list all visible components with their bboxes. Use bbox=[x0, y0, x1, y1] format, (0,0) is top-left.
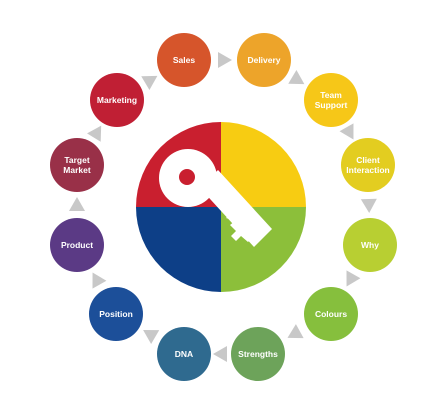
node-label: Market bbox=[63, 165, 91, 175]
connector-arrow bbox=[346, 270, 361, 287]
node-circle bbox=[304, 73, 358, 127]
cycle-node: Delivery bbox=[237, 33, 291, 87]
node-label: Why bbox=[361, 240, 379, 250]
node-label: Marketing bbox=[97, 95, 137, 105]
node-circle bbox=[341, 138, 395, 192]
node-circle bbox=[90, 73, 144, 127]
node-circle bbox=[157, 33, 211, 87]
node-circle bbox=[304, 287, 358, 341]
quadrant-top-right bbox=[221, 122, 306, 207]
cycle-node: Marketing bbox=[90, 73, 144, 127]
connector-arrow bbox=[143, 329, 160, 344]
key-teeth bbox=[226, 208, 259, 242]
node-label: DNA bbox=[175, 349, 193, 359]
node-label: Position bbox=[99, 309, 133, 319]
quadrant-bottom-left bbox=[136, 207, 221, 292]
node-label: Support bbox=[315, 100, 348, 110]
connector-arrow bbox=[213, 346, 227, 362]
cycle-node: DNA bbox=[157, 327, 211, 381]
key-hole bbox=[179, 169, 195, 185]
cycle-node: Colours bbox=[304, 287, 358, 341]
node-label: Colours bbox=[315, 309, 347, 319]
cycle-node: Strengths bbox=[231, 327, 285, 381]
node-label: Delivery bbox=[247, 55, 280, 65]
node-circle bbox=[50, 218, 104, 272]
connector-arrow bbox=[69, 197, 85, 211]
connector-arrow bbox=[287, 324, 304, 339]
node-circle bbox=[89, 287, 143, 341]
node-circle bbox=[237, 33, 291, 87]
connector-arrow bbox=[87, 125, 102, 142]
cycle-node: Product bbox=[50, 218, 104, 272]
node-circle bbox=[343, 218, 397, 272]
connector-arrow bbox=[360, 198, 377, 213]
connector-arrow bbox=[92, 272, 107, 289]
connector-arrow bbox=[339, 123, 354, 140]
node-circle bbox=[50, 138, 104, 192]
connector-arrow bbox=[141, 75, 158, 90]
node-circle bbox=[231, 327, 285, 381]
node-circle bbox=[157, 327, 211, 381]
cycle-node: Why bbox=[343, 218, 397, 272]
connector-arrow bbox=[288, 70, 305, 85]
key-icon bbox=[159, 149, 272, 247]
cycle-node: Sales bbox=[157, 33, 211, 87]
connector-arrow bbox=[218, 52, 232, 68]
node-label: Interaction bbox=[346, 165, 389, 175]
node-label: Team bbox=[320, 90, 342, 100]
cycle-node: Position bbox=[89, 287, 143, 341]
node-label: Strengths bbox=[238, 349, 278, 359]
node-label: Sales bbox=[173, 55, 195, 65]
node-label: Client bbox=[356, 155, 380, 165]
node-label: Product bbox=[61, 240, 93, 250]
node-label: Target bbox=[64, 155, 90, 165]
cycle-nodes: Sales DeliveryTeamSupportClientInteractio… bbox=[50, 33, 397, 381]
connector-arrows bbox=[69, 52, 377, 362]
